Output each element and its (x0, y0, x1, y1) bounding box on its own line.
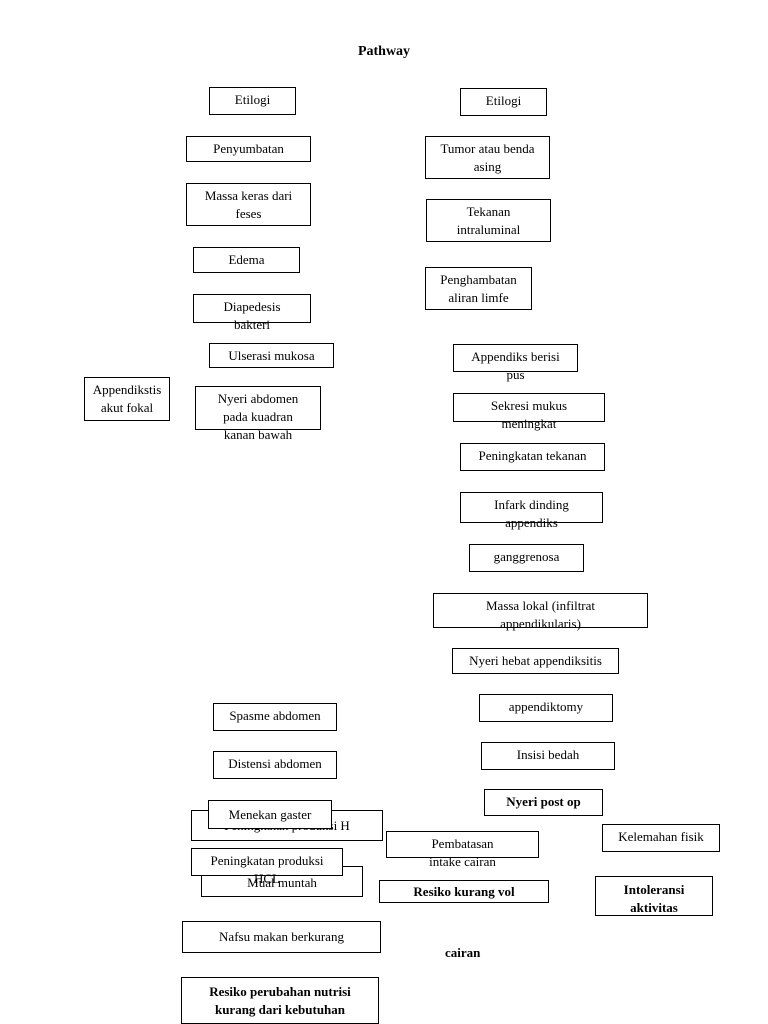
node-massa-keras: Massa keras dari feses (186, 183, 311, 226)
node-infark: Infark dinding appendiks (460, 492, 603, 530)
node-edema: Edema (193, 247, 300, 273)
node-diapedesis: Diapedesis bakteri (193, 294, 311, 332)
node-etilogi-left: Etilogi (209, 87, 296, 115)
node-appendikstis: Appendikstis akut fokal (84, 377, 170, 421)
node-nyeri-post-op: Nyeri post op (484, 789, 603, 816)
node-appendiks-pus: Appendiks berisi pus (453, 344, 578, 382)
node-peningkatan-hcl: Peningkatan produksi HCL (191, 848, 343, 886)
node-etilogi-right: Etilogi (460, 88, 547, 116)
node-pembatasan-intake: Pembatasan intake cairan (386, 831, 539, 869)
node-insisi-bedah: Insisi bedah (481, 742, 615, 770)
node-nafsu-makan: Nafsu makan berkurang (182, 921, 381, 953)
node-distensi-abdomen: Distensi abdomen (213, 751, 337, 779)
node-menekan-gaster: Menekan gaster (208, 800, 332, 829)
node-nyeri-abdomen: Nyeri abdomen pada kuadran kanan bawah (195, 386, 321, 442)
node-intoleransi-aktivitas: Intoleransi aktivitas (595, 876, 713, 916)
node-tumor: Tumor atau benda asing (425, 136, 550, 179)
node-nyeri-hebat: Nyeri hebat appendiksitis (452, 648, 619, 674)
page-title: Pathway (357, 44, 411, 59)
node-kelemahan-fisik: Kelemahan fisik (602, 824, 720, 852)
node-massa-lokal: Massa lokal (infiltrat appendikularis) (433, 593, 648, 631)
node-spasme-abdomen: Spasme abdomen (213, 703, 337, 731)
node-tekanan-intraluminal: Tekanan intraluminal (426, 199, 551, 242)
node-sekresi-mukus: Sekresi mukus meningkat (453, 393, 605, 431)
node-penyumbatan: Penyumbatan (186, 136, 311, 162)
node-appendiktomy: appendiktomy (479, 694, 613, 722)
node-peningkatan-tekanan: Peningkatan tekanan (460, 443, 605, 471)
node-resiko-kurang-vol: Resiko kurang vol (379, 880, 549, 903)
node-penghambatan: Penghambatan aliran limfe (425, 267, 532, 310)
node-resiko-nutrisi: Resiko perubahan nutrisi kurang dari keb… (181, 977, 379, 1024)
node-ganggrenosa: ganggrenosa (469, 544, 584, 572)
node-ulserasi: Ulserasi mukosa (209, 343, 334, 368)
label-cairan: cairan (445, 945, 481, 960)
